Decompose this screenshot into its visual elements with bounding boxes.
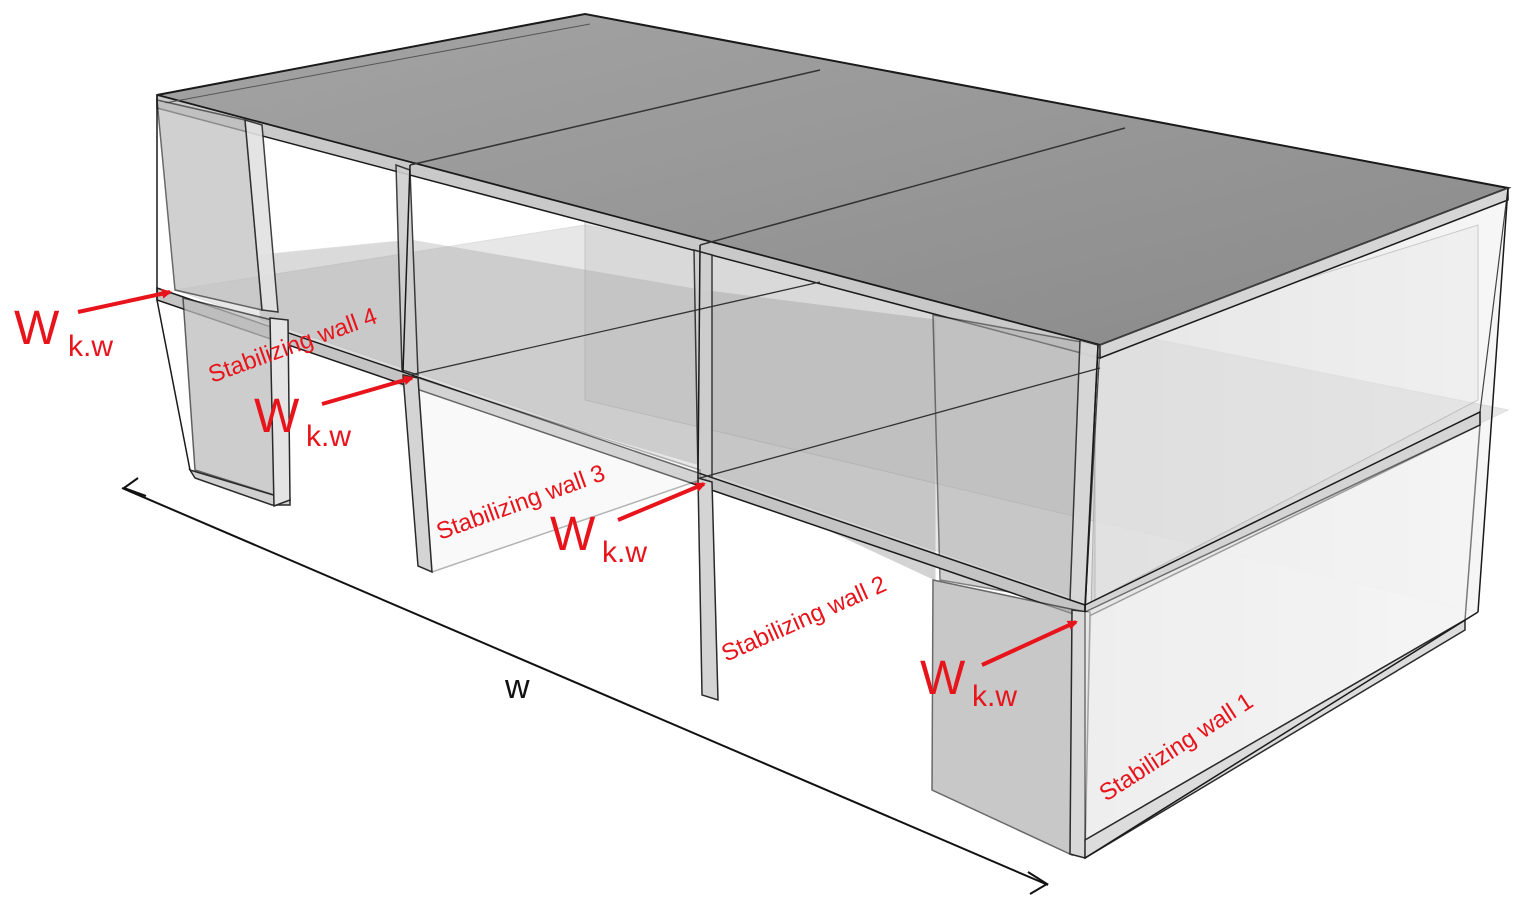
load-arrow-wall-1	[981, 620, 1078, 667]
load-arrows	[77, 288, 1078, 667]
load-arrow-wall-2	[617, 482, 706, 522]
dimension-arrow-right	[1027, 871, 1049, 895]
stabilizing-wall-4-lower	[182, 297, 291, 508]
load-arrow-wall-4	[77, 288, 172, 314]
dimension-w: w	[121, 477, 1049, 895]
dimension-arrow-left	[121, 477, 147, 497]
load-subscript: k.w	[306, 420, 351, 453]
dimension-line	[121, 487, 1049, 886]
load-arrow-wall-3	[321, 375, 414, 406]
load-symbol: W	[14, 302, 60, 355]
stabilizing-wall-2-lower	[697, 477, 719, 702]
dimension-label: w	[504, 668, 530, 706]
load-subscript: k.w	[972, 680, 1017, 713]
load-subscript: k.w	[68, 330, 113, 363]
edge-lines	[156, 95, 1509, 859]
load-symbol: W	[920, 652, 966, 705]
load-label-wall-3: W k.w	[254, 390, 351, 453]
load-symbol: W	[254, 390, 300, 443]
load-label-wall-1: W k.w	[920, 652, 1017, 713]
load-symbol: W	[550, 508, 596, 561]
load-label-wall-4: W k.w	[14, 302, 113, 363]
load-label-wall-2: W k.w	[550, 508, 647, 569]
stabilizing-wall-2-label: Stabilizing wall 2	[717, 571, 890, 668]
load-subscript: k.w	[602, 536, 647, 569]
